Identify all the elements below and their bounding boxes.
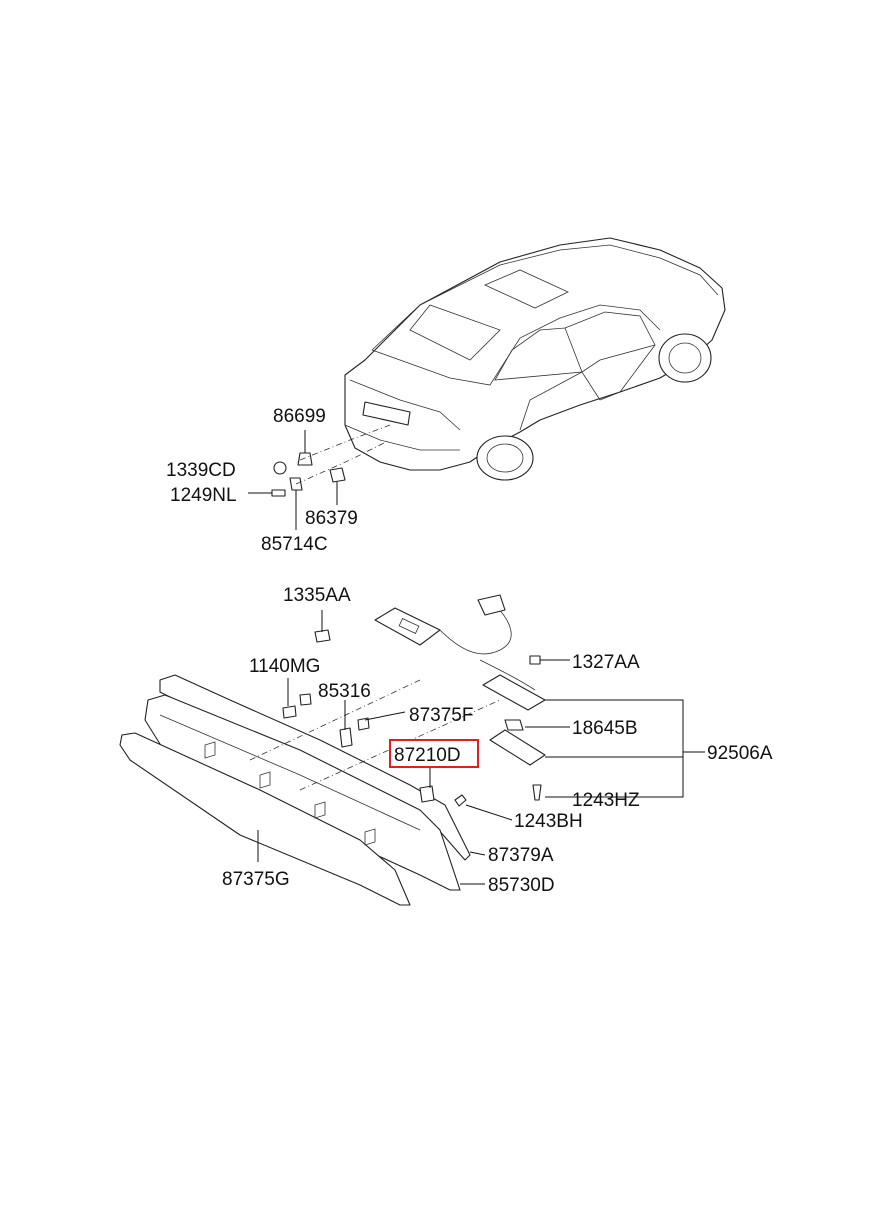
label-92506A[interactable]: 92506A <box>707 743 773 764</box>
label-1339CD[interactable]: 1339CD <box>166 460 236 481</box>
garnish-assembly <box>119 674 501 906</box>
label-87375G[interactable]: 87375G <box>222 869 290 890</box>
label-1335AA[interactable]: 1335AA <box>283 585 351 606</box>
car-illustration <box>344 237 726 481</box>
label-1140MG[interactable]: 1140MG <box>249 656 320 677</box>
label-86379[interactable]: 86379 <box>305 508 358 529</box>
label-85714C[interactable]: 85714C <box>261 534 328 555</box>
lamp-assembly <box>282 594 546 807</box>
label-1243HZ[interactable]: 1243HZ <box>572 790 640 811</box>
label-87379A[interactable]: 87379A <box>488 845 554 866</box>
label-1243BH[interactable]: 1243BH <box>514 811 583 832</box>
label-87375F[interactable]: 87375F <box>409 705 473 726</box>
label-85730D[interactable]: 85730D <box>488 875 555 896</box>
part-labels: 86699 1339CD 1249NL 86379 85714C 1335AA … <box>166 406 773 896</box>
highlight-box <box>389 739 479 768</box>
label-86699[interactable]: 86699 <box>273 406 326 427</box>
label-85316[interactable]: 85316 <box>318 681 371 702</box>
label-87210D[interactable]: 87210D <box>394 745 461 766</box>
upper-fasteners <box>248 424 391 530</box>
label-1327AA[interactable]: 1327AA <box>572 652 640 673</box>
label-1249NL[interactable]: 1249NL <box>170 485 237 506</box>
label-18645B[interactable]: 18645B <box>572 718 638 739</box>
leader-lines <box>257 610 705 885</box>
